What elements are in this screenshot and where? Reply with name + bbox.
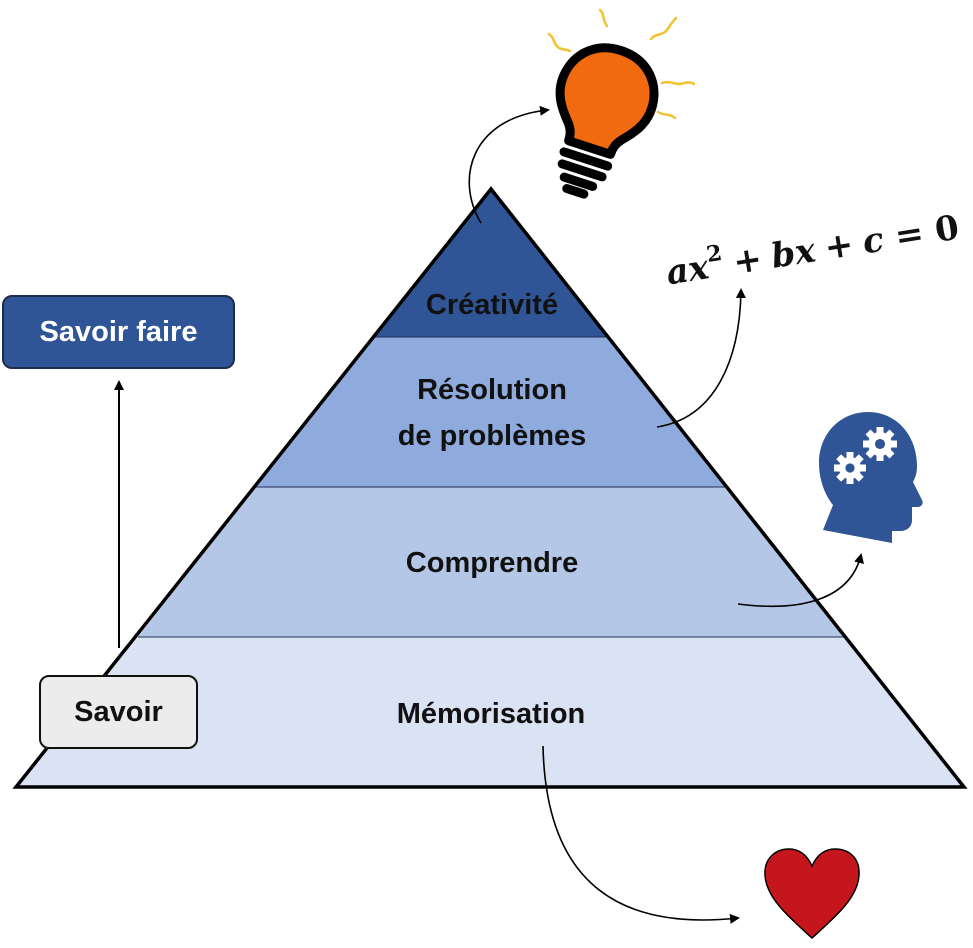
gear-tooth — [865, 429, 877, 441]
head-gears-icon — [819, 412, 923, 543]
gear-tooth — [846, 476, 854, 484]
gear-tooth — [863, 440, 871, 448]
pyramid-level-creativite — [375, 189, 608, 337]
formula-plus: + — [730, 239, 764, 283]
gear-tooth — [883, 447, 895, 459]
gear-tooth — [883, 429, 895, 441]
pyramid-outline — [12, 186, 968, 789]
creativite-to-bulb-arrow — [468, 105, 550, 224]
resolution-to-formula-arrow — [656, 288, 746, 428]
gear-tooth — [853, 471, 864, 482]
savoir-box: Savoir — [39, 675, 198, 749]
pyramid-level-resolution — [256, 337, 726, 487]
gear-tooth — [834, 464, 842, 472]
gear-hole — [845, 463, 855, 473]
gear-hole — [874, 438, 886, 450]
comprendre-to-head-arrow — [737, 553, 864, 608]
lightbulb-icon — [555, 43, 659, 199]
bulb-rays — [547, 8, 696, 120]
quadratic-formula: ax2+bx+c=0 — [664, 208, 962, 294]
formula-exponent: 2 — [705, 240, 724, 268]
gear-tooth — [876, 427, 884, 435]
label-creativite: Créativité — [426, 289, 558, 321]
pyramid-level-memorisation — [16, 637, 964, 787]
gear-tooth — [836, 471, 847, 482]
formula-equals: = — [892, 213, 926, 257]
formula-plus: + — [822, 224, 856, 268]
gear-tooth — [876, 453, 884, 461]
formula-c: c — [860, 220, 887, 263]
label-comprendre: Comprendre — [406, 547, 578, 579]
label-resolution-line1: Résolution — [417, 374, 567, 406]
pyramid-level-comprendre — [138, 487, 844, 637]
savoir-faire-box: Savoir faire — [2, 295, 235, 369]
heart-icon — [764, 848, 860, 940]
savoir-label: Savoir — [74, 695, 163, 728]
memorisation-to-heart-arrow — [542, 745, 740, 924]
savoir-faire-label: Savoir faire — [39, 315, 198, 348]
gear-tooth — [853, 454, 864, 465]
gear-tooth — [858, 464, 866, 472]
label-resolution-line2: de problèmes — [398, 420, 587, 452]
gear-tooth — [846, 452, 854, 460]
gear-tooth — [889, 440, 897, 448]
svg-text:ax2+bx+c=0: ax2+bx+c=0 — [663, 203, 962, 294]
gear-tooth — [865, 447, 877, 459]
label-memorisation: Mémorisation — [397, 698, 586, 730]
gear-tooth — [836, 454, 847, 465]
